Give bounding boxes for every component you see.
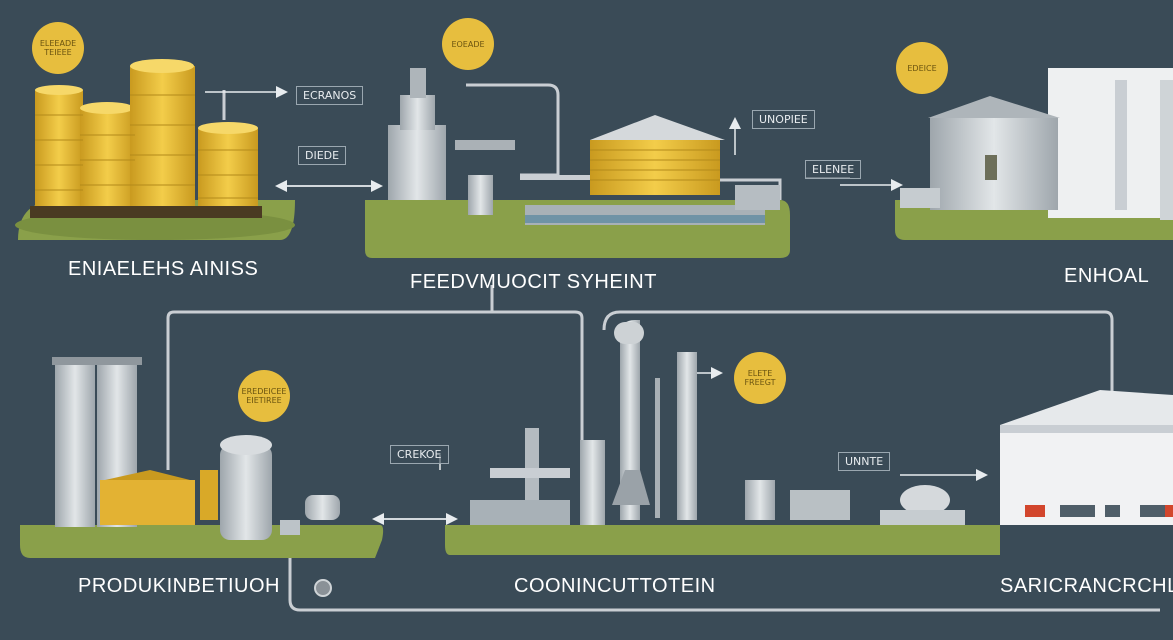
feed-unit-illustration <box>365 68 790 258</box>
tag-bottom-center: CREKOE <box>390 445 449 464</box>
tag-top-center: UNOPIEE <box>752 110 815 129</box>
stage-label-bottom-left: PRODUKINBETIUOH <box>78 575 280 597</box>
tag-top-left-upper: ECRANOS <box>296 86 364 105</box>
warehouse-illustration <box>1000 390 1173 525</box>
badge-top-center: EOEADE <box>442 18 494 70</box>
stage-label-bottom-center: COONINCUTTOTEIN <box>514 575 716 597</box>
connector-pipes <box>166 83 1160 612</box>
tag-bottom-right: UNNTE <box>838 452 891 471</box>
stage-label-top-left: ENIAELEHS AINISS <box>68 258 259 280</box>
tank-farm-illustration <box>15 59 295 240</box>
production-silo-illustration <box>20 357 384 558</box>
badge-top-right: EDEICE <box>896 42 948 94</box>
badge-top-left: ELEEADE TEIEEE <box>32 22 84 74</box>
tag-top-left-lower: DIEDE <box>298 146 347 165</box>
stage-label-bottom-right: SARICRANCRCHL <box>1000 575 1173 597</box>
badge-bottom-center: ELETE FREEGT <box>734 352 786 404</box>
tag-top-right: ELENEE <box>805 160 862 179</box>
conversion-plant-illustration <box>445 320 1000 555</box>
badge-bottom-left: EREDEICEE EIETIREE <box>238 370 290 422</box>
stage-label-top-center: FEEDVMUOCIT SYHEINT <box>410 271 657 293</box>
stage-label-top-right: ENHOAL <box>1064 265 1150 287</box>
refinery-building-illustration <box>895 68 1173 240</box>
valve-icon <box>314 579 332 597</box>
